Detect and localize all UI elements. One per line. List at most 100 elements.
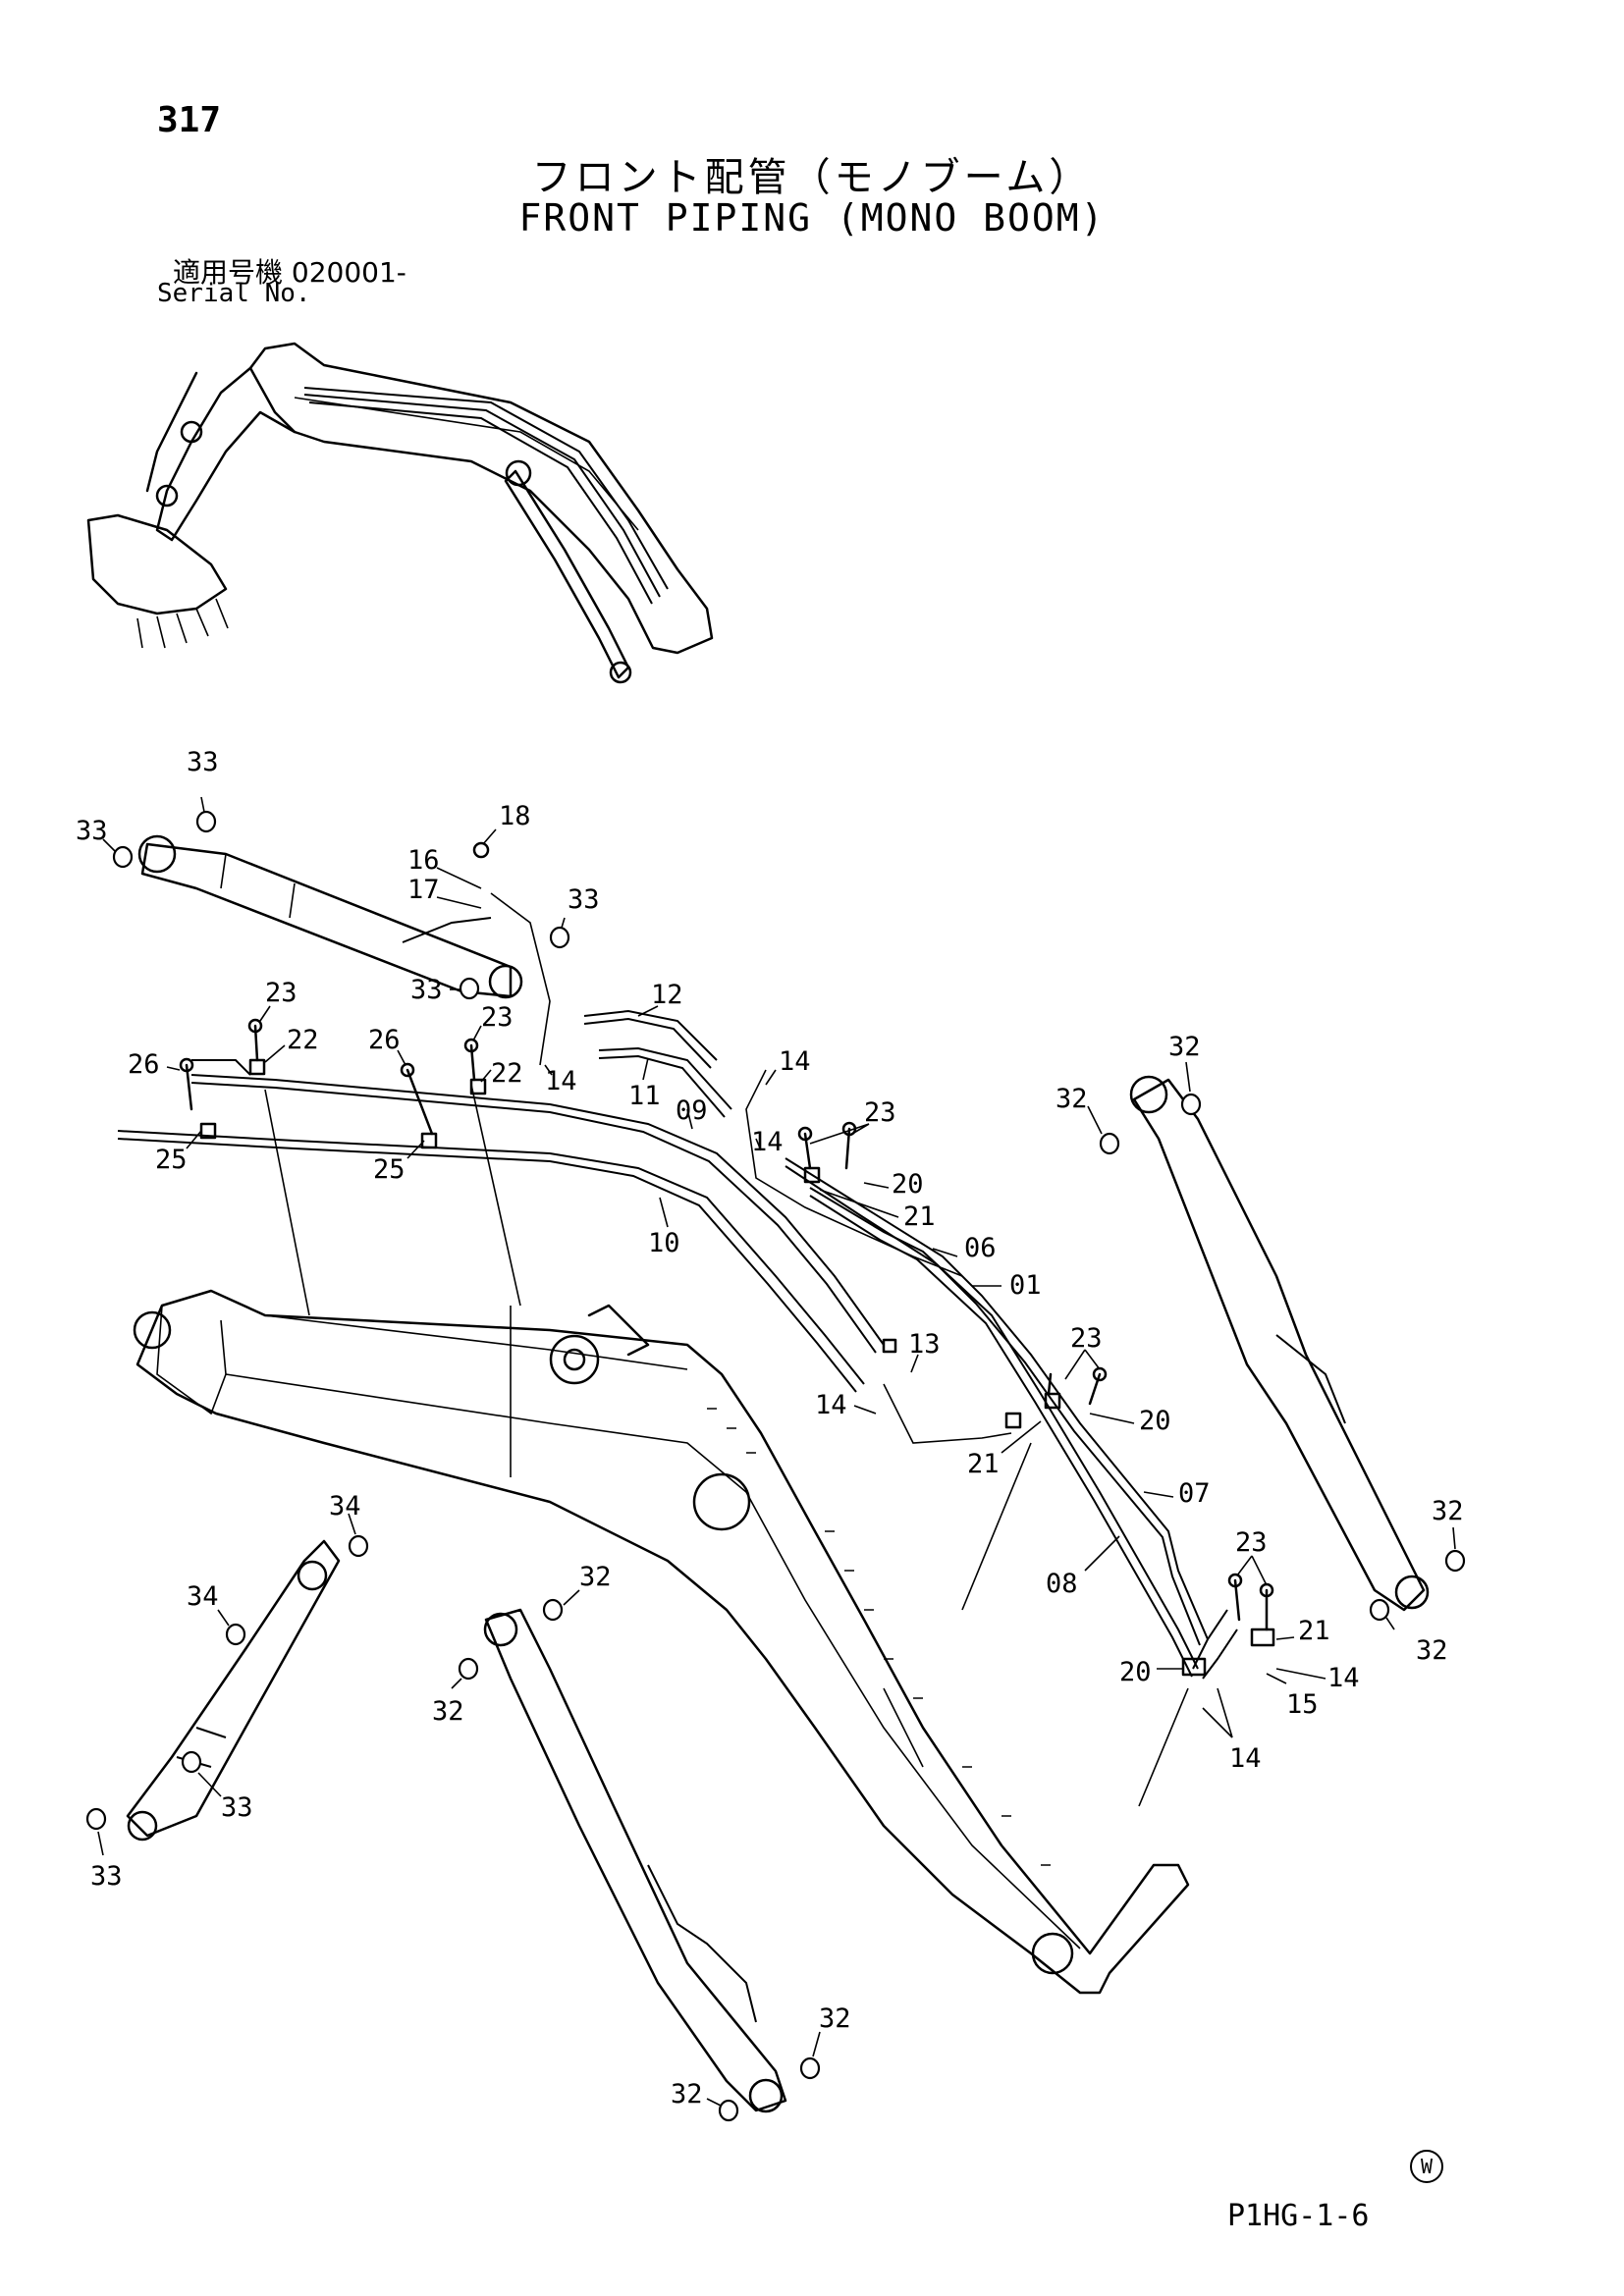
callout-label: 32 bbox=[671, 2079, 703, 2109]
callout-label: 14 bbox=[779, 1046, 811, 1077]
callout-label: 23 bbox=[481, 1002, 514, 1033]
callout-label: 23 bbox=[1070, 1323, 1103, 1354]
callout: 26 bbox=[128, 1049, 181, 1080]
overview-excavator bbox=[86, 342, 714, 684]
callout: 06 bbox=[932, 1233, 997, 1263]
callout-label: 21 bbox=[967, 1449, 1000, 1479]
callout-label: 32 bbox=[1056, 1084, 1088, 1114]
callout-label: 20 bbox=[892, 1169, 924, 1200]
serial-label-japanese: 適用号機 020001- bbox=[173, 256, 406, 289]
callout-label: 20 bbox=[1139, 1406, 1171, 1436]
callout: 14 bbox=[1202, 1687, 1262, 1774]
callout-label: 10 bbox=[648, 1228, 680, 1258]
callout: 11 bbox=[628, 1057, 661, 1111]
callout: 20 bbox=[863, 1169, 924, 1200]
callout: 32 bbox=[812, 2003, 851, 2057]
callout: 33 bbox=[76, 816, 116, 852]
callout-label: 14 bbox=[1327, 1663, 1360, 1693]
callout: 17 bbox=[407, 875, 482, 909]
callout-label: 12 bbox=[651, 980, 683, 1010]
callout: 34 bbox=[329, 1491, 361, 1535]
title-japanese: フロント配管（モノブーム） bbox=[531, 155, 1093, 200]
callout-label: 32 bbox=[1168, 1032, 1201, 1062]
callout: 14 bbox=[765, 1046, 811, 1086]
callout: 25 bbox=[373, 1140, 425, 1185]
callout: 09 bbox=[676, 1095, 708, 1130]
callout: 08 bbox=[1046, 1535, 1120, 1599]
callout-label: 18 bbox=[499, 801, 531, 831]
callout-label: 15 bbox=[1286, 1689, 1319, 1720]
callout-label: 06 bbox=[964, 1233, 997, 1263]
left-cylinder bbox=[126, 1539, 341, 1842]
callout-label: 21 bbox=[1298, 1616, 1330, 1646]
callout: 16 bbox=[407, 845, 482, 889]
callout: 32 bbox=[432, 1678, 464, 1727]
callout: 33 bbox=[90, 1831, 123, 1892]
callout-label: 33 bbox=[568, 884, 600, 915]
main-boom bbox=[133, 1289, 1190, 1995]
callout-label: 33 bbox=[90, 1861, 123, 1892]
callout-label: 32 bbox=[432, 1696, 464, 1727]
callout: 32 bbox=[1432, 1496, 1464, 1550]
callout-label: 07 bbox=[1178, 1478, 1211, 1509]
callout-label: 08 bbox=[1046, 1569, 1078, 1599]
callout-label: 25 bbox=[155, 1145, 188, 1175]
bucket-cylinder bbox=[1129, 1075, 1430, 1612]
callout: 15 bbox=[1266, 1673, 1319, 1720]
callout-label: 23 bbox=[265, 978, 298, 1008]
callout-label: 33 bbox=[410, 975, 443, 1005]
callout: 32 bbox=[1168, 1032, 1201, 1093]
callout: 33 bbox=[561, 884, 600, 929]
callout: 10 bbox=[648, 1197, 680, 1258]
callout: 32 bbox=[671, 2079, 722, 2109]
callout: 14 bbox=[815, 1390, 877, 1420]
callout: 22 bbox=[264, 1025, 319, 1063]
callout: 07 bbox=[1143, 1478, 1211, 1509]
callout: 34 bbox=[187, 1581, 230, 1627]
callout-label: 25 bbox=[373, 1154, 406, 1185]
callout-label: 32 bbox=[1432, 1496, 1464, 1526]
callout: 33 bbox=[187, 747, 219, 813]
callout-label: 11 bbox=[628, 1081, 661, 1111]
callout-label: 32 bbox=[819, 2003, 851, 2034]
callout: 12 bbox=[637, 980, 683, 1017]
callout: 21 bbox=[967, 1420, 1042, 1479]
callout-label: 16 bbox=[407, 845, 440, 876]
callout: 33 bbox=[410, 975, 460, 1005]
callout: 22 bbox=[480, 1058, 523, 1089]
callout: 01 bbox=[972, 1270, 1042, 1301]
callout: 20 bbox=[1089, 1406, 1171, 1436]
page-number: 317 bbox=[157, 100, 222, 140]
callout: 23 bbox=[259, 978, 298, 1022]
callout-label: 14 bbox=[545, 1066, 577, 1096]
drawing-code: P1HG-1-6 bbox=[1227, 2199, 1370, 2233]
callout: 14 bbox=[751, 1127, 784, 1157]
callout-label: 21 bbox=[903, 1201, 936, 1232]
o-rings bbox=[85, 810, 1466, 2122]
callout: 33 bbox=[197, 1772, 253, 1823]
callout: 26 bbox=[368, 1025, 406, 1066]
callout-label: 33 bbox=[76, 816, 108, 846]
callout-label: 33 bbox=[187, 747, 219, 777]
w-circle-mark: W bbox=[1410, 2150, 1443, 2183]
callout-label: 14 bbox=[1229, 1743, 1262, 1774]
callout-label: 23 bbox=[864, 1097, 896, 1128]
callout: 23 bbox=[1064, 1323, 1103, 1380]
callout: 23 bbox=[472, 1002, 514, 1041]
callout-label: 01 bbox=[1009, 1270, 1042, 1301]
callout: 32 bbox=[563, 1562, 612, 1606]
callout-label: 32 bbox=[579, 1562, 612, 1592]
arm-cylinder bbox=[137, 834, 523, 999]
callout-label: 32 bbox=[1416, 1635, 1448, 1666]
callout: 21 bbox=[1275, 1616, 1330, 1646]
title-english: FRONT PIPING (MONO BOOM) bbox=[518, 196, 1106, 240]
callout-label: 17 bbox=[407, 875, 440, 905]
callout-label: 14 bbox=[815, 1390, 847, 1420]
callout: 23 bbox=[1235, 1527, 1268, 1586]
callout: 18 bbox=[482, 801, 531, 845]
callout-label: 33 bbox=[221, 1792, 253, 1823]
callout: 14 bbox=[1275, 1663, 1360, 1693]
callout-label: 26 bbox=[128, 1049, 160, 1080]
serial-label-english: Serial No. bbox=[157, 279, 311, 308]
